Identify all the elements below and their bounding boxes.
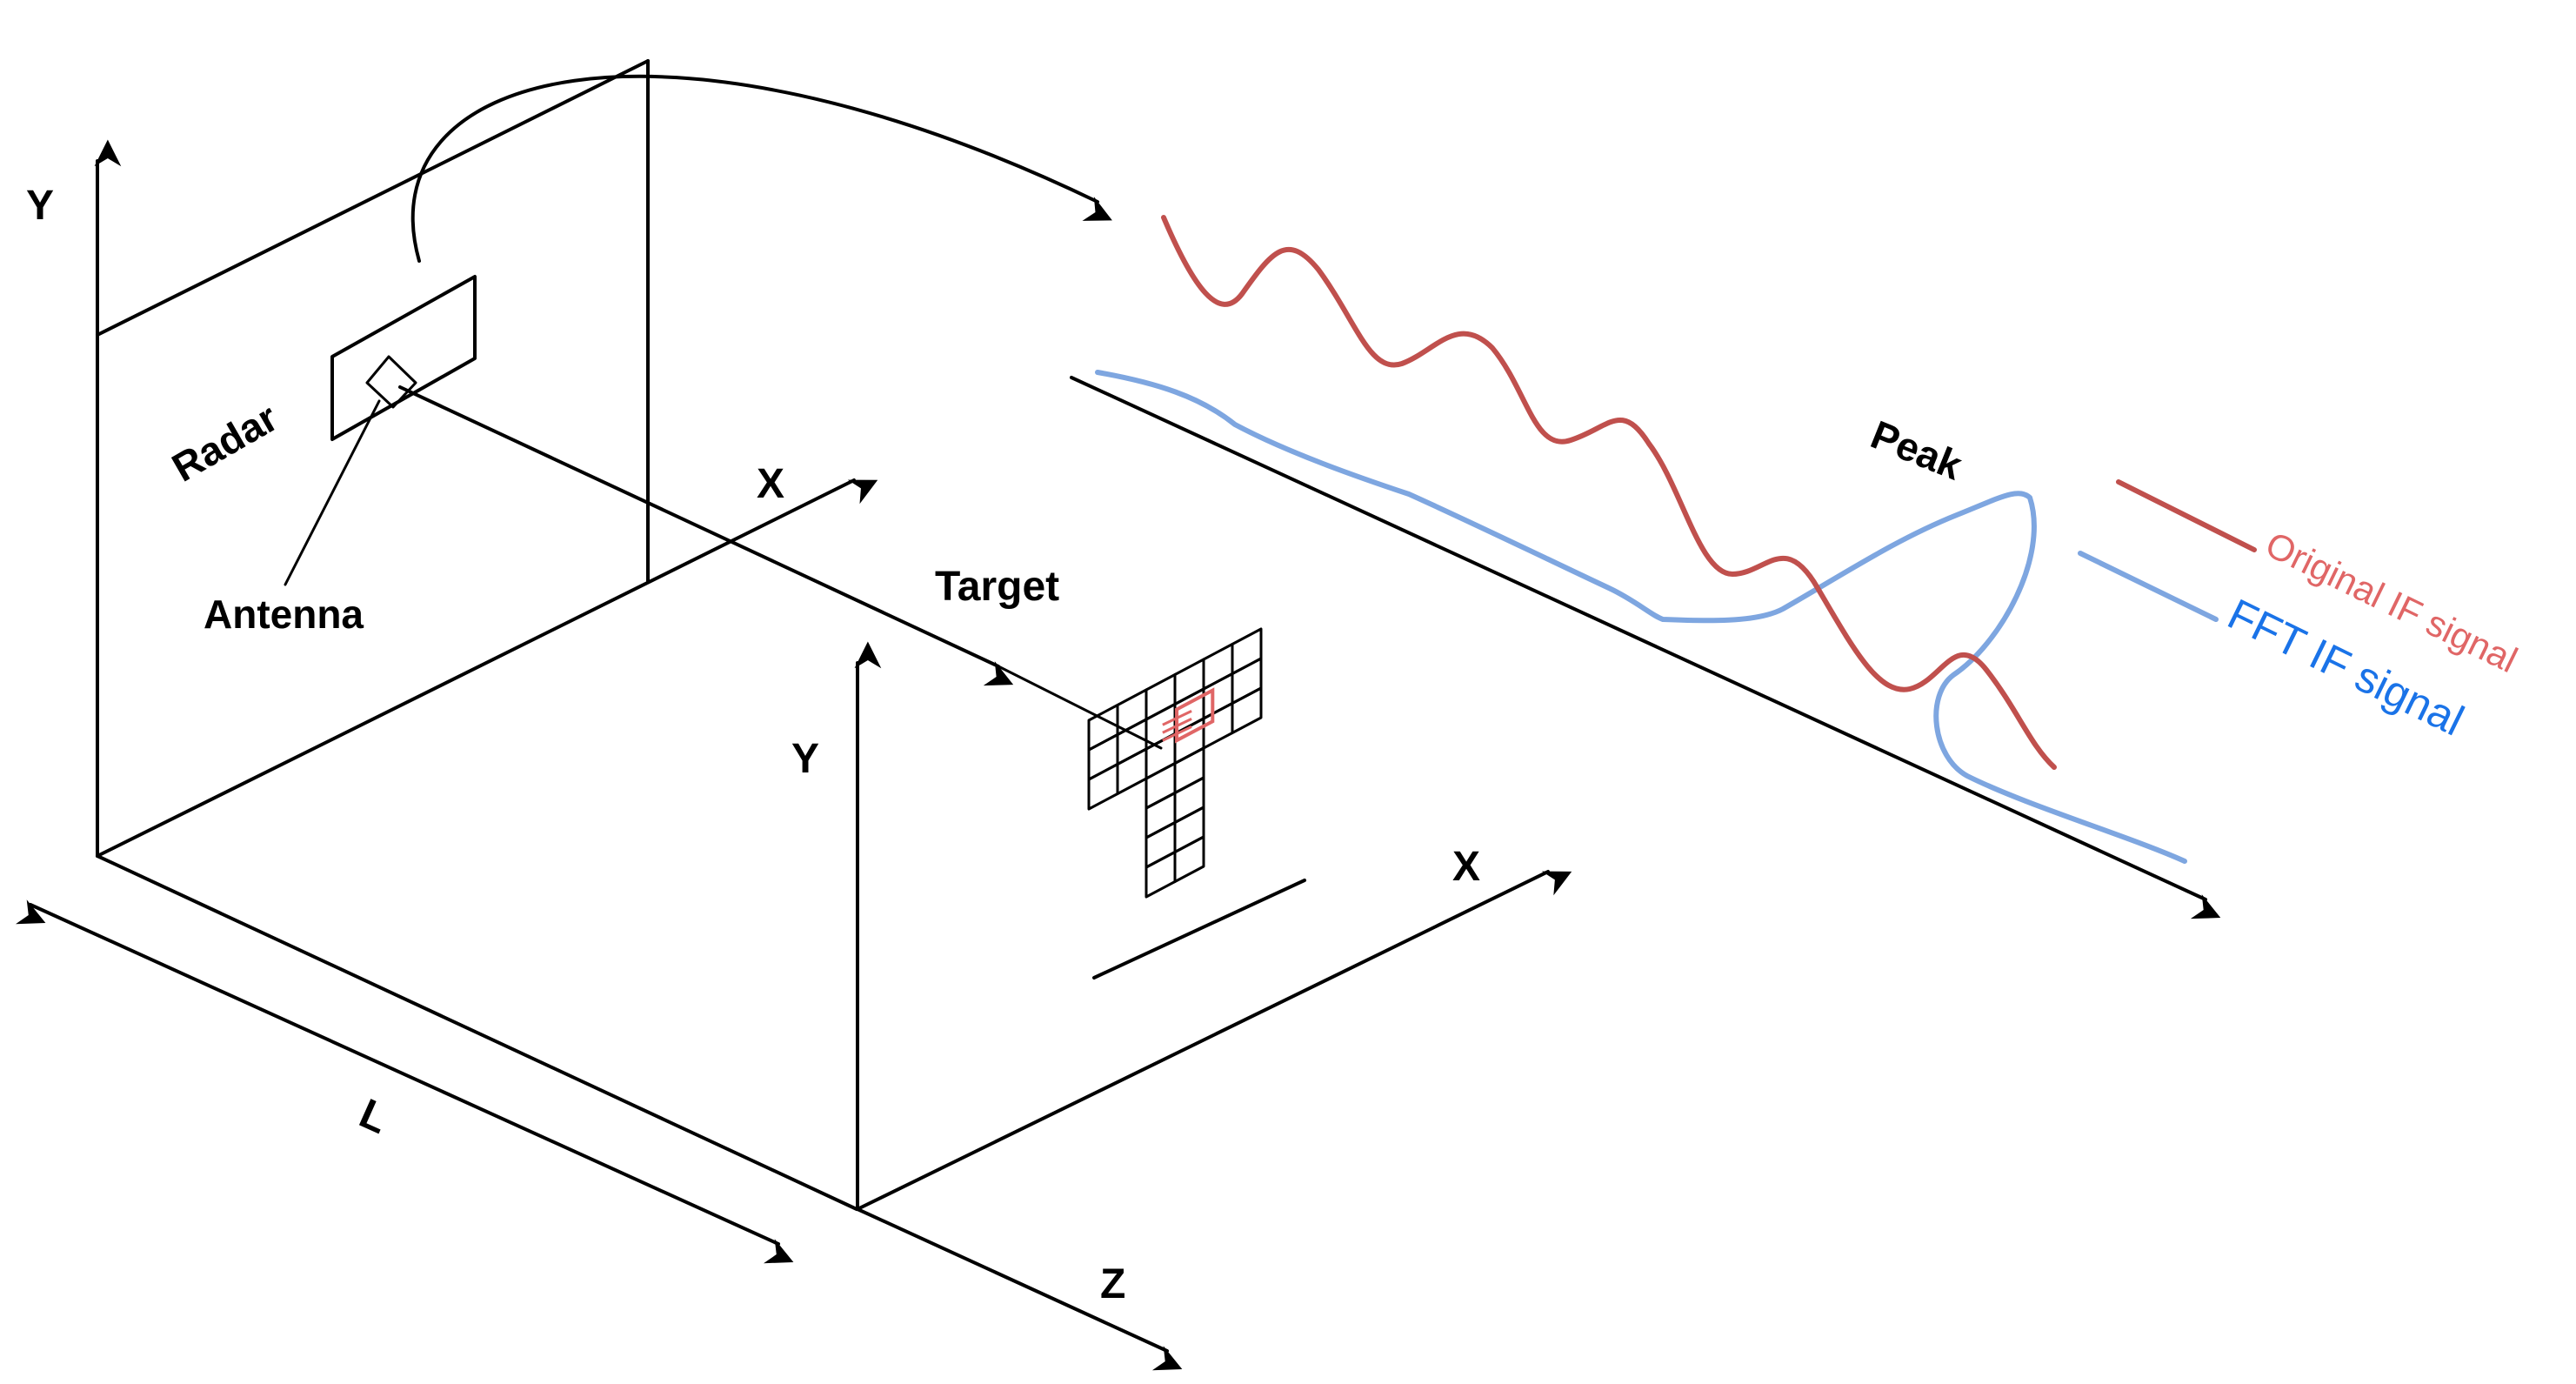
target-highlight-hatch <box>1162 709 1192 726</box>
x-axis-target <box>856 870 1572 1211</box>
x-axis-mid <box>96 478 878 858</box>
wall-top-edge <box>96 59 650 337</box>
original-if-signal-curve <box>1161 215 2057 770</box>
target-grid-cell <box>1231 686 1263 734</box>
signal-axis <box>1070 376 2221 919</box>
y-axis-left-label: Y <box>26 183 54 229</box>
peak-label: Peak <box>1865 411 1968 489</box>
target-grid-cell <box>1173 835 1205 883</box>
target-label: Target <box>935 564 1059 610</box>
antenna-element <box>365 355 417 409</box>
target-highlight-hatch <box>1162 717 1192 734</box>
length-dimension-arrow <box>15 899 794 1264</box>
antenna-leader-line <box>284 399 381 586</box>
z-axis-target <box>856 1207 1183 1371</box>
curved-arrow <box>410 74 1112 263</box>
radar-board <box>330 275 477 441</box>
target-grid-cell <box>1145 851 1177 899</box>
radar-beam-arrow <box>398 385 1014 686</box>
room-wireframe <box>15 59 878 1264</box>
radar-label: Radar <box>164 394 285 490</box>
legend-original-swatch <box>2116 479 2257 552</box>
z-axis-label: Z <box>1100 1261 1125 1307</box>
floor-front-edge <box>96 854 858 1211</box>
target-grid-cell <box>1087 763 1119 811</box>
target-highlight-hatch <box>1162 725 1192 742</box>
radar <box>284 275 477 586</box>
length-label: L <box>353 1091 395 1143</box>
target-base-line <box>1092 879 1306 979</box>
x-axis-target-label: X <box>1452 844 1480 890</box>
y-axis-target-label: Y <box>791 736 819 782</box>
target <box>1087 627 1306 979</box>
radar-beam-continuation <box>997 665 1163 750</box>
legend: Original IF signal FFT IF signal <box>2078 479 2524 745</box>
legend-fft-swatch <box>2078 551 2219 622</box>
target-highlight-cell <box>1175 687 1215 744</box>
target-axes <box>854 641 1572 1371</box>
x-axis-mid-label: X <box>757 461 784 507</box>
fft-if-signal-curve <box>1095 370 2187 864</box>
antenna-label: Antenna <box>204 592 364 637</box>
target-grid-cell <box>1116 747 1148 795</box>
